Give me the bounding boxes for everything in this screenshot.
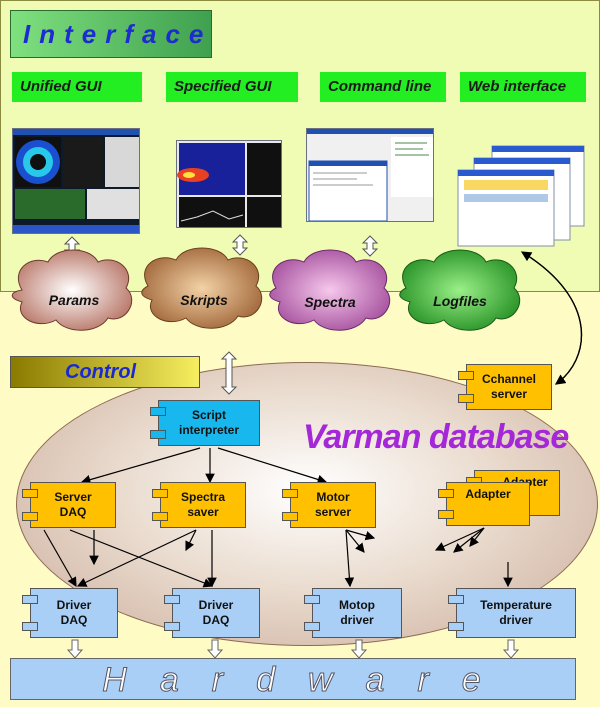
driver-daq-1-component: Driver DAQ [22,588,118,638]
temperature-driver-line-1: Temperature [480,598,552,612]
motor-server-line-2: server [314,505,352,519]
driver-daq-2-component: Driver DAQ [164,588,260,638]
hardware-label: Hardware [102,661,514,700]
params-cloud-label: Params [48,292,100,308]
hardware-bar: Hardware [10,658,576,700]
web-interface-screenshot [456,140,586,248]
driver-daq-2-line-1: Driver [198,598,234,612]
server-daq-line-2: DAQ [59,505,87,519]
temperature-driver-component: Temperature driver [448,588,576,638]
spectra-cloud-label: Spectra [304,294,356,310]
specified-gui-label: Specified GUI [166,72,298,102]
temperature-driver-line-2: driver [499,613,533,627]
spectra-saver-line-2: saver [187,505,219,519]
motor-server-line-1: Motor [316,490,350,504]
web-interface-thumbnail-art [457,145,585,247]
cchannel-server-line-2: server [490,387,528,401]
command-line-label: Command line [320,72,446,102]
script-interpreter-line-1: Script [191,408,226,422]
varman-database-title: Varman database [303,418,569,456]
params-cloud [11,249,133,331]
motor-server-component: Motor server [282,482,376,528]
unified-gui-screenshot [12,128,140,234]
unified-gui-thumbnail-art [13,129,139,233]
spectra-saver-component: Spectra saver [152,482,246,528]
cchannel-server-component: Cchannel server [458,364,552,410]
server-daq-component: Server DAQ [22,482,116,528]
command-line-screenshot [306,128,434,222]
spectra-cloud [269,249,391,331]
control-label: Control [10,356,200,388]
skripts-interpreter-arrow [220,351,238,395]
cchannel-server-line-1: Cchannel [481,372,536,386]
skripts-cloud-label: Skripts [180,292,228,308]
driver-daq-1-line-2: DAQ [60,613,88,627]
logfiles-cloud [399,249,521,331]
specified-gui-screenshot [176,140,282,228]
server-daq-line-1: Server [54,490,92,504]
script-interpreter-line-2: interpreter [178,423,240,437]
motor-driver-line-2: driver [340,613,374,627]
motor-driver-component: Motop driver [304,588,402,638]
motor-driver-line-1: Motop [339,598,375,612]
web-interface-label: Web interface [460,72,586,102]
script-interpreter-component: Script interpreter [150,400,260,446]
spectra-saver-line-1: Spectra [180,490,226,504]
logfiles-cloud-label: Logfiles [433,293,487,309]
unified-gui-label: Unified GUI [12,72,142,102]
specified-gui-thumbnail-art [177,143,281,227]
interface-title: Interface [10,10,212,58]
driver-hardware-arrows [66,639,520,659]
skripts-cloud [141,247,263,329]
adapter-front-label: Adapter [465,487,511,501]
driver-daq-2-line-2: DAQ [202,613,230,627]
command-line-thumbnail-art [307,129,433,221]
driver-daq-1-line-1: Driver [56,598,92,612]
adapter-front-component: Adapter [438,482,530,526]
